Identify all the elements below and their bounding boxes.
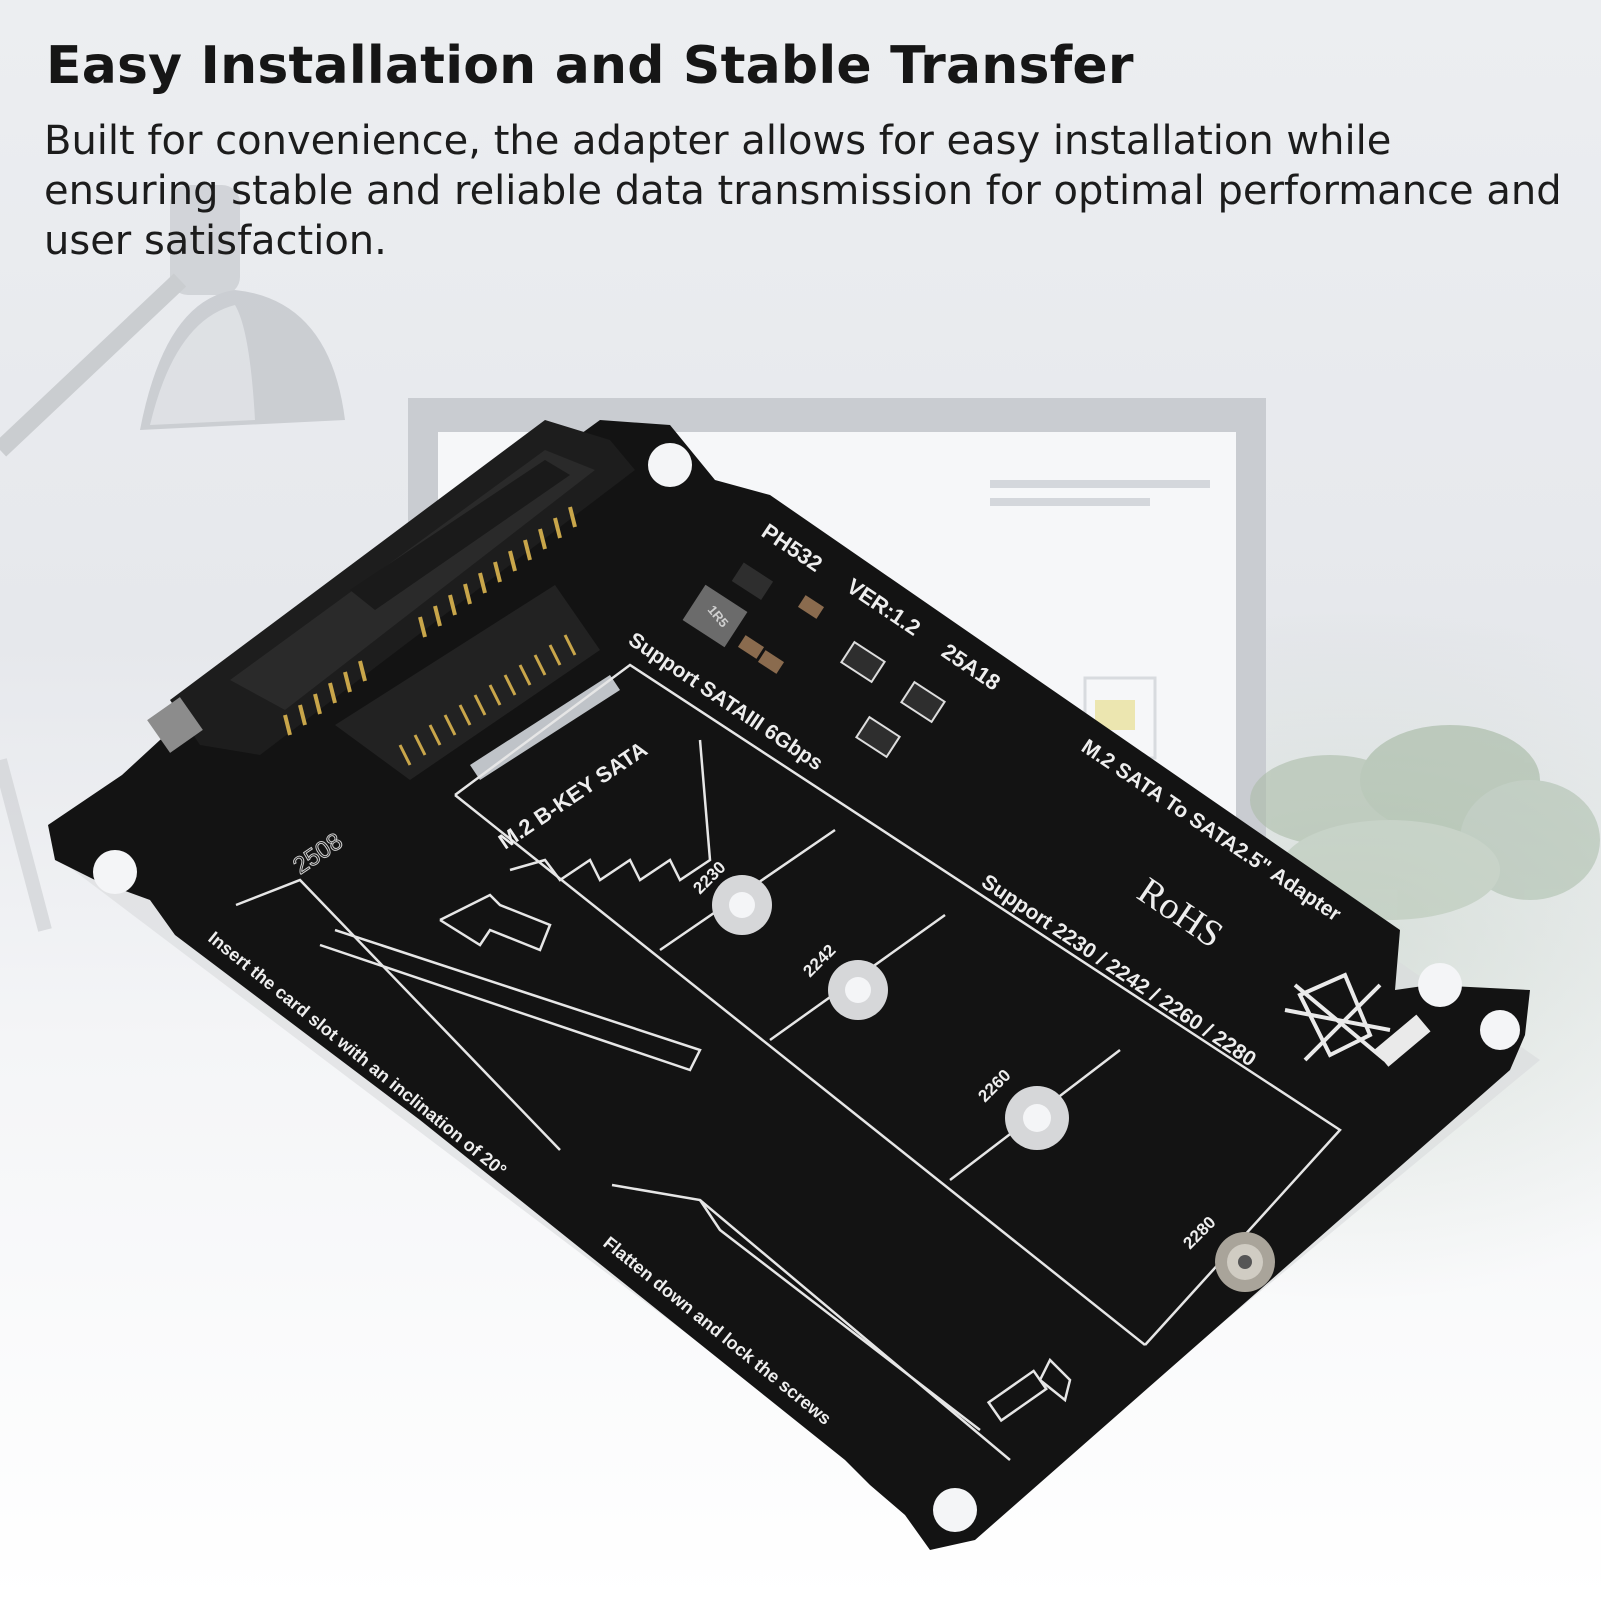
- page-title: Easy Installation and Stable Transfer: [46, 36, 1134, 96]
- page-description: Built for convenience, the adapter allow…: [44, 118, 1562, 264]
- desk-lamp-icon: [0, 185, 345, 932]
- smd-components: [682, 562, 947, 759]
- adapter-board: PH532 VER:1.2 25A18 Support SATAIII 6Gbp…: [48, 420, 1540, 1550]
- screw-holes: [93, 443, 1520, 1532]
- standoff-2230: [712, 875, 772, 935]
- weee-bin-icon: [1284, 972, 1431, 1067]
- standoff-2242: [828, 960, 888, 1020]
- standoff-2260: [1005, 1086, 1069, 1150]
- screw-2280: [1215, 1232, 1275, 1292]
- sata-connector: [147, 420, 635, 755]
